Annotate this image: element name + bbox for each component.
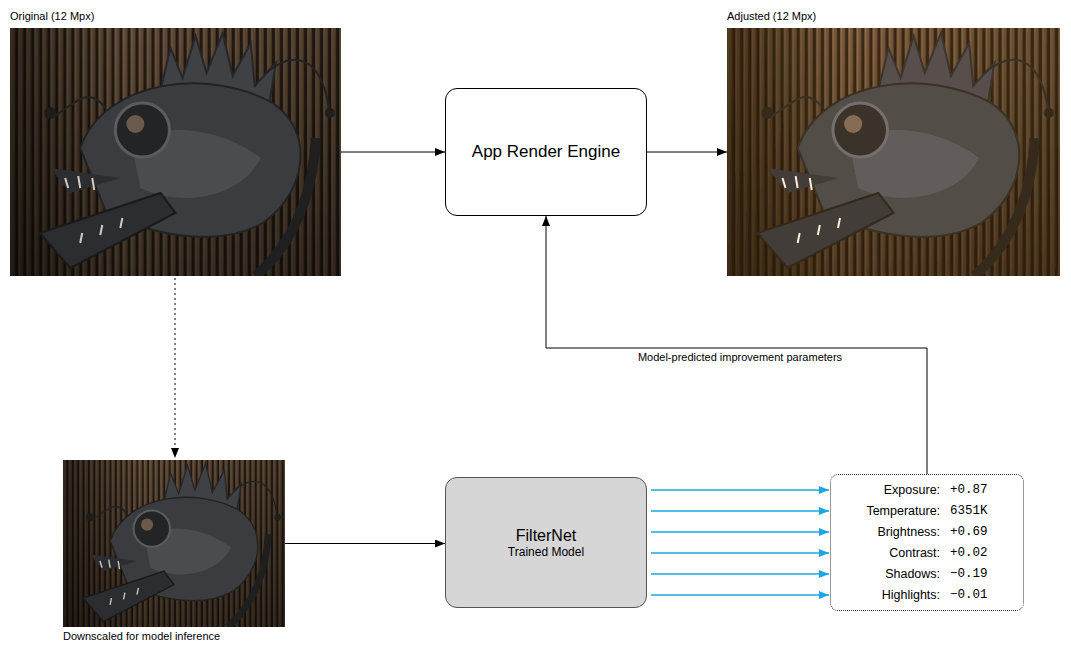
box-subtitle: Trained Model [508,545,584,559]
parameter-value: −0.01 [950,587,988,603]
downscaled-photo [63,460,285,627]
parameter-name: Brightness: [866,524,940,540]
parameter-name: Highlights: [866,587,940,603]
flow-arrow [546,216,927,474]
parameter-value: +0.69 [950,524,988,540]
box-title: FilterNet [516,526,576,545]
flow-arrow [341,152,445,153]
parameter-arrow [651,573,829,575]
process-box: App Render Engine [445,88,647,216]
parameter-value: −0.19 [950,566,988,582]
parameter-arrow [651,552,829,554]
parameter-arrow [651,489,829,491]
flow-arrow [285,543,445,544]
parameter-value: +0.87 [950,482,988,498]
parameter-name: Exposure: [866,482,940,498]
flow-arrow [175,278,176,458]
original-image: Original (12 Mpx) [10,28,341,276]
parameter-box: Exposure: +0.87Temperature: 6351K Brightnes… [830,474,1024,611]
original-photo [10,28,341,276]
edge-label: Model-predicted improvement parameters [635,351,845,364]
adjusted-photo [727,28,1060,276]
box-title: App Render Engine [472,142,620,162]
image-caption: Downscaled for model inference [63,630,220,643]
parameter-value: 6351K [950,503,988,519]
parameter-name: Contrast: [866,545,940,561]
parameter-arrow [651,510,829,512]
flow-arrow [647,152,727,153]
parameter-arrow [651,594,829,596]
parameter-arrow [651,531,829,533]
image-heading: Original (12 Mpx) [10,10,94,23]
image-heading: Adjusted (12 Mpx) [727,10,816,23]
parameter-name: Temperature: [866,503,940,519]
model-box: FilterNetTrained Model [445,477,647,608]
adjusted-image: Adjusted (12 Mpx) [727,28,1060,276]
downscaled-image: Downscaled for model inference [63,460,285,627]
parameter-value: +0.02 [950,545,988,561]
parameter-name: Shadows: [866,566,940,582]
